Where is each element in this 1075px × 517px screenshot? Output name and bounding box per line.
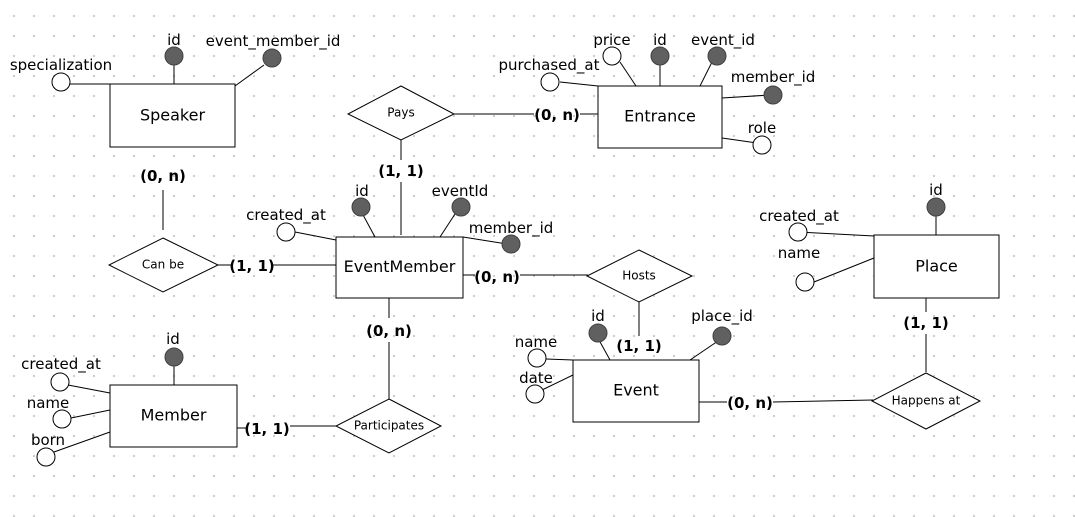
key-attribute-event-place-id[interactable]: place_id xyxy=(691,307,753,346)
entity-member[interactable]: Member xyxy=(109,384,238,448)
attribute-label: eventId xyxy=(432,182,489,200)
attribute-label: born xyxy=(31,431,65,449)
entity-member-label: Member xyxy=(141,406,207,425)
relationship-pays-label: Pays xyxy=(387,106,414,120)
cardinality-event-hosts: (1, 1) xyxy=(616,337,662,355)
key-attribute-entrance-event-id[interactable]: event_id xyxy=(691,31,755,66)
relationship-hosts-label: Hosts xyxy=(622,269,656,283)
attribute-label: event_id xyxy=(691,31,755,50)
key-attribute-entrance-id[interactable]: id xyxy=(650,31,670,66)
cardinality-place-happens-at: (1, 1) xyxy=(903,314,949,332)
key-attribute-place-id[interactable]: id xyxy=(926,181,946,217)
attribute-event-name[interactable]: name xyxy=(515,333,558,368)
attribute-event-date[interactable]: date xyxy=(519,369,553,404)
cardinality-event-member-pays: (1, 1) xyxy=(378,162,424,180)
cardinality-member-participates: (1, 1) xyxy=(244,420,290,438)
attribute-label: role xyxy=(748,119,776,137)
attribute-label: id xyxy=(167,31,181,49)
relationship-hosts[interactable]: Hosts xyxy=(585,249,694,303)
attribute-label: created_at xyxy=(21,355,101,374)
cardinality-event-happens-at: (0, n) xyxy=(727,394,773,412)
attribute-label: member_id xyxy=(469,219,554,238)
key-attribute-event-member-event-id[interactable]: eventId xyxy=(432,182,489,217)
attribute-label: member_id xyxy=(731,68,816,87)
cardinality-speaker-can-be: (0, n) xyxy=(140,167,186,185)
attribute-event-member-created-at[interactable]: created_at xyxy=(246,206,326,242)
entity-speaker[interactable]: Speaker xyxy=(109,83,236,148)
entity-place[interactable]: Place xyxy=(873,234,1000,299)
attribute-label: id xyxy=(166,330,180,348)
attribute-place-created-at[interactable]: created_at xyxy=(759,207,839,242)
cardinality-entrance-pays: (0, n) xyxy=(534,106,580,124)
attribute-member-born[interactable]: born xyxy=(31,431,65,467)
relationship-participates[interactable]: Participates xyxy=(334,398,443,454)
attribute-entrance-purchased-at[interactable]: purchased_at xyxy=(499,56,600,92)
attribute-label: created_at xyxy=(246,206,326,225)
attribute-member-created-at[interactable]: created_at xyxy=(21,355,101,392)
entity-event[interactable]: Event xyxy=(572,359,700,423)
connector-lines xyxy=(53,61,937,453)
attribute-label: created_at xyxy=(759,207,839,226)
attribute-entrance-role[interactable]: role xyxy=(748,119,776,155)
attribute-label: id xyxy=(591,307,605,325)
attribute-member-name[interactable]: name xyxy=(27,394,72,429)
entity-speaker-label: Speaker xyxy=(140,106,206,125)
relationship-happens-at[interactable]: Happens at xyxy=(870,372,982,430)
attribute-label: place_id xyxy=(691,307,753,326)
attribute-label: id xyxy=(653,31,667,49)
attribute-label: name xyxy=(515,333,558,351)
attribute-label: event_member_id xyxy=(206,32,341,51)
relationship-can-be[interactable]: Can be xyxy=(107,237,220,293)
entity-entrance-label: Entrance xyxy=(624,107,696,126)
attribute-label: date xyxy=(519,369,553,387)
key-attribute-speaker-id[interactable]: id xyxy=(164,31,184,66)
attribute-label: name xyxy=(778,244,821,262)
relationship-can-be-label: Can be xyxy=(142,258,184,272)
relationship-pays[interactable]: Pays xyxy=(346,85,456,141)
cardinality-labels: (0, n) (1, 1) (0, n) (1, 1) (0, n) (1, 1… xyxy=(140,106,949,438)
attribute-label: name xyxy=(27,394,70,412)
entity-event-member[interactable]: EventMember xyxy=(335,236,464,299)
cardinality-event-member-participates: (0, n) xyxy=(366,322,412,340)
entity-event-member-label: EventMember xyxy=(344,257,456,276)
attribute-place-name[interactable]: name xyxy=(778,244,821,292)
attribute-label: specialization xyxy=(10,56,112,74)
cardinality-event-member-can-be: (1, 1) xyxy=(229,257,275,275)
key-attribute-entrance-member-id[interactable]: member_id xyxy=(731,68,816,105)
entity-entrance[interactable]: Entrance xyxy=(597,85,723,149)
attribute-speaker-specialization[interactable]: specialization xyxy=(10,56,112,92)
attribute-label: purchased_at xyxy=(499,56,600,75)
key-attribute-speaker-event-member-id[interactable]: event_member_id xyxy=(206,32,341,68)
attribute-label: id xyxy=(929,181,943,199)
entity-place-label: Place xyxy=(915,257,958,276)
relationship-happens-at-label: Happens at xyxy=(892,394,961,408)
attribute-label: price xyxy=(593,31,630,49)
entity-event-label: Event xyxy=(613,381,659,400)
key-attribute-event-member-member-id[interactable]: member_id xyxy=(469,219,554,254)
cardinality-event-member-hosts: (0, n) xyxy=(474,268,520,286)
relationship-participates-label: Participates xyxy=(354,419,424,433)
key-attribute-event-id[interactable]: id xyxy=(588,307,608,343)
key-attribute-event-member-id[interactable]: id xyxy=(351,182,371,217)
attribute-label: id xyxy=(355,182,369,200)
key-attribute-member-id[interactable]: id xyxy=(164,330,184,367)
attribute-entrance-price[interactable]: price xyxy=(593,31,631,66)
